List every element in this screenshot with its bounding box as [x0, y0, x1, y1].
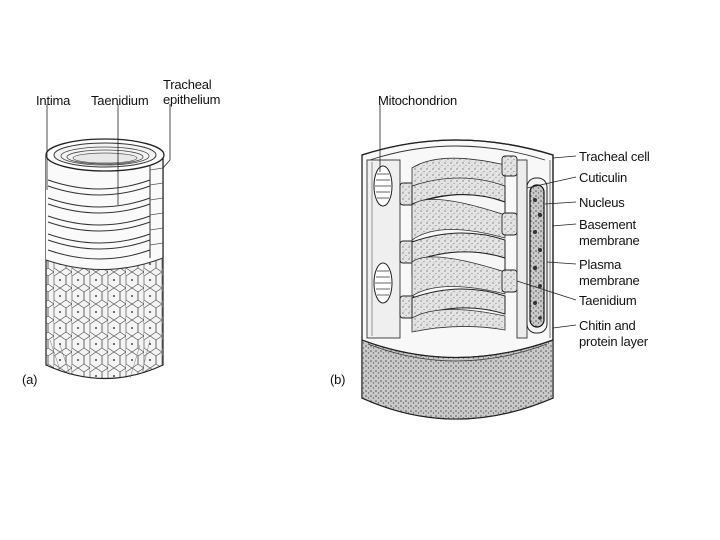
label-plasma-membrane-line1: Plasma [579, 257, 621, 272]
label-tracheal-epithelium-line2: epithelium [163, 92, 220, 107]
label-nucleus: Nucleus [579, 195, 625, 210]
label-basement-membrane-line1: Basement [579, 217, 636, 232]
label-mitochondrion: Mitochondrion [378, 93, 457, 108]
label-intima: Intima [36, 93, 70, 108]
label-taenidium-b: Taenidium [579, 293, 636, 308]
label-chitin-line1: Chitin and [579, 318, 636, 333]
label-basement-membrane-line2: membrane [579, 233, 640, 248]
label-cuticulin: Cuticulin [579, 170, 627, 185]
panel-a-letter: (a) [22, 372, 37, 387]
label-chitin-line2: protein layer [579, 334, 648, 349]
nucleus-icon [530, 185, 544, 327]
label-tracheal-epithelium-line1: Tracheal [163, 77, 212, 92]
label-taenidium-a: Taenidium [91, 93, 148, 108]
panel-b-block [362, 104, 576, 419]
panel-a-tube [46, 104, 170, 379]
label-plasma-membrane-line2: membrane [579, 273, 640, 288]
panel-b-letter: (b) [330, 372, 345, 387]
label-tracheal-cell: Tracheal cell [579, 149, 650, 164]
